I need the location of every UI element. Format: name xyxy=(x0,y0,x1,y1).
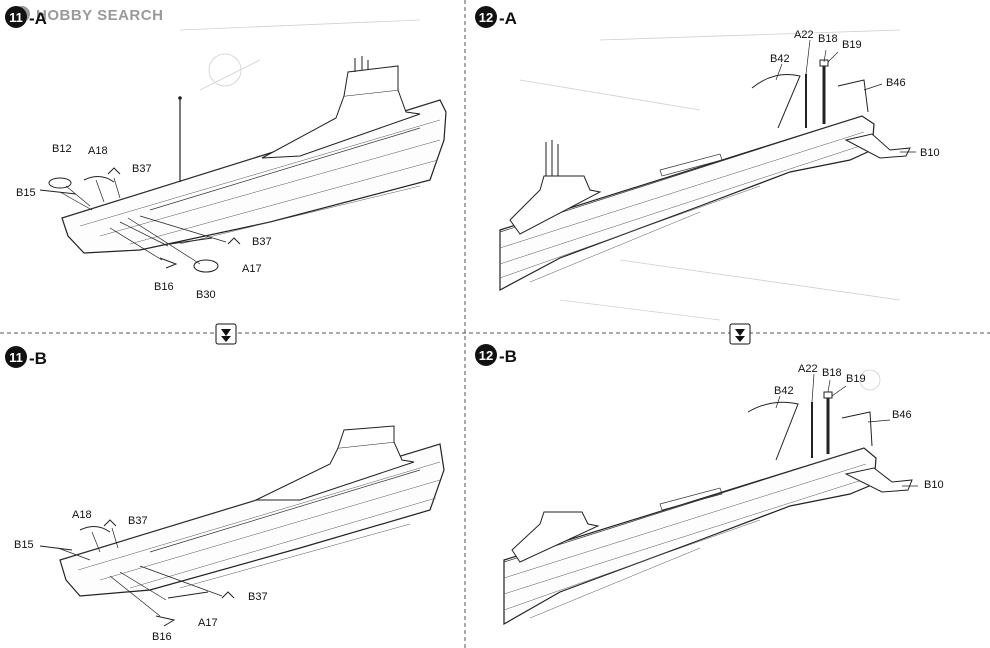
panel-11b: 11 -B A18 B37 B15 B37 A17 B16 xyxy=(5,346,445,643)
bridge-11a xyxy=(343,65,399,97)
label-B16: B16 xyxy=(154,281,174,293)
svg-text:11: 11 xyxy=(9,10,23,25)
flow-down-icon xyxy=(729,323,751,345)
svg-text:12: 12 xyxy=(479,348,493,363)
panel-12a: 12 -A A22 B18 B19 B42 B46 xyxy=(475,6,940,345)
svg-text:-A: -A xyxy=(29,9,47,28)
svg-text:-A: -A xyxy=(499,9,517,28)
flow-down-icon xyxy=(215,323,237,345)
label-B46: B46 xyxy=(886,77,906,89)
part-A18 xyxy=(83,176,115,183)
part-B12 xyxy=(48,177,72,189)
submarine-hull-12a xyxy=(499,115,875,291)
part-B46 xyxy=(837,79,869,113)
labels-11a: B12 A18 B37 B15 B37 A17 B16 B30 xyxy=(16,143,272,301)
label-B19-b: B19 xyxy=(846,373,866,385)
part-B46-b xyxy=(841,411,873,447)
svg-text:-B: -B xyxy=(29,349,47,368)
label-B10-b: B10 xyxy=(924,479,944,491)
label-B42-b: B42 xyxy=(774,385,794,397)
svg-text:11: 11 xyxy=(9,350,23,365)
label-B30: B30 xyxy=(196,289,216,301)
part-B37-bottom xyxy=(227,237,241,245)
submarine-hull-11b xyxy=(59,425,445,597)
submarine-hull-12b xyxy=(503,447,877,626)
part-B10-b xyxy=(844,467,913,493)
step-badge-12b: 12 -B xyxy=(475,344,517,366)
label-B37-top: B37 xyxy=(132,163,152,175)
watermark-text: HOBBY SEARCH xyxy=(36,7,163,24)
conning-tower-11a xyxy=(261,89,421,159)
label-B15: B15 xyxy=(16,187,36,199)
label-B19: B19 xyxy=(842,39,862,51)
label-B18-b: B18 xyxy=(822,367,842,379)
panel-11a: 11 -A B12 A1 xyxy=(5,6,447,345)
label-A17-b: A17 xyxy=(198,617,218,629)
label-B18: B18 xyxy=(818,33,838,45)
svg-text:-B: -B xyxy=(499,347,517,366)
part-A17-b xyxy=(167,591,209,599)
label-B16-b: B16 xyxy=(152,631,172,643)
label-A22: A22 xyxy=(794,29,814,41)
part-B37-bottom-b xyxy=(221,591,235,599)
submarine-hull-11a xyxy=(61,56,447,254)
label-A17: A17 xyxy=(242,263,262,275)
step-badge-12a: 12 -A xyxy=(475,6,517,28)
part-B37-top xyxy=(107,167,121,175)
part-A18-b xyxy=(79,526,111,533)
conning-tower-11b xyxy=(255,441,415,501)
part-B16 xyxy=(159,257,178,269)
background-ghost-lines xyxy=(179,19,901,391)
conning-tower-12a xyxy=(509,175,602,235)
part-B16-b xyxy=(155,615,176,627)
label-B42: B42 xyxy=(770,53,790,65)
label-B15-b: B15 xyxy=(14,539,34,551)
label-B37-bottom-b: B37 xyxy=(248,591,268,603)
svg-text:12: 12 xyxy=(479,10,493,25)
label-A22-b: A22 xyxy=(798,363,818,375)
labels-12b: A22 B18 B19 B42 B46 B10 xyxy=(774,363,944,491)
panel-12b: 12 -B A22 B18 B19 B42 B46 B10 xyxy=(475,344,944,626)
labels-11b: A18 B37 B15 B37 A17 B16 xyxy=(14,509,268,643)
step-badge-11b: 11 -B xyxy=(5,346,47,368)
label-B12: B12 xyxy=(52,143,72,155)
parts-11b xyxy=(39,519,235,627)
part-B15 xyxy=(39,189,77,195)
parts-12b xyxy=(747,373,918,493)
part-B15-b xyxy=(39,545,73,551)
label-B46-b: B46 xyxy=(892,409,912,421)
part-B19-b xyxy=(823,391,833,399)
label-B37-top-b: B37 xyxy=(128,515,148,527)
label-B37-bottom: B37 xyxy=(252,236,272,248)
label-A18: A18 xyxy=(88,145,108,157)
labels-12a: A22 B18 B19 B42 B46 B10 xyxy=(770,29,940,159)
part-B42 xyxy=(751,74,801,129)
step-badge-11a: 11 -A xyxy=(5,6,47,28)
part-B37-top-b xyxy=(103,519,117,527)
parts-11a xyxy=(39,167,241,273)
label-B10: B10 xyxy=(920,147,940,159)
parts-12a xyxy=(751,39,916,159)
part-B42-b xyxy=(747,401,799,461)
label-A18-b: A18 xyxy=(72,509,92,521)
part-B10 xyxy=(844,133,911,159)
part-A17 xyxy=(169,237,213,245)
bridge-11b xyxy=(337,425,395,449)
part-B30 xyxy=(193,259,219,273)
conning-tower-12b xyxy=(511,511,600,563)
